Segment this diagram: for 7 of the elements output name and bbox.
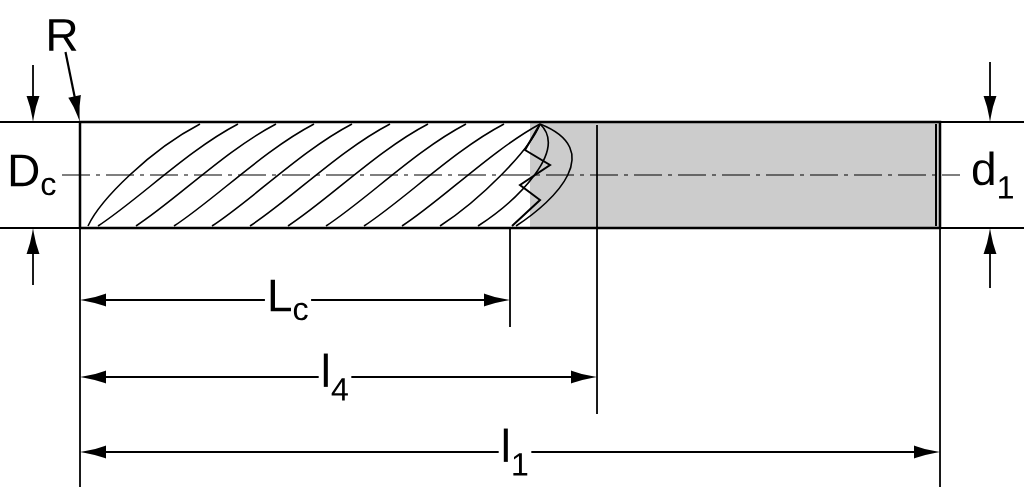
dimension-label: l$_{4}$ (318, 351, 352, 403)
dimension-label: D$_{c}$ (5, 152, 59, 198)
part-label: R (49, 19, 77, 51)
dimension-label: d$_{1}$ (969, 149, 1017, 201)
end-mill-drawing (78, 120, 942, 230)
dimension-label: L$_{c}$ (264, 277, 312, 323)
dimension-label: l$_{1}$ (498, 426, 532, 478)
